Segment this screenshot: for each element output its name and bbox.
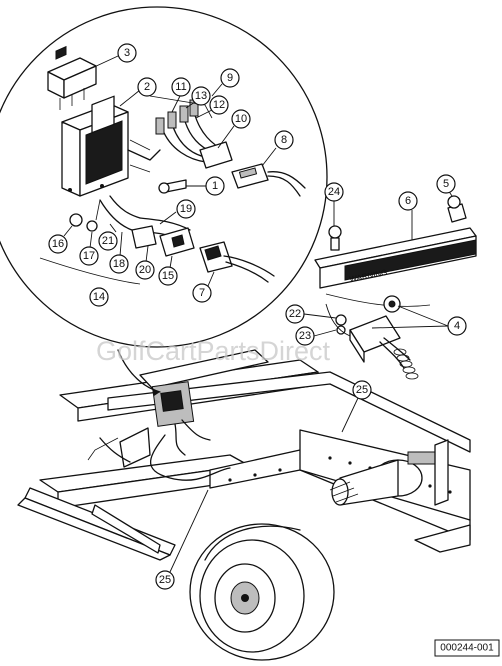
callout-18-label: 18 xyxy=(113,258,125,270)
callout-11-label: 11 xyxy=(175,81,186,93)
callout-5-label: 5 xyxy=(443,178,449,190)
callout-25-lower-label: 25 xyxy=(159,574,171,586)
callouts: 1 2 3 4 5 6 7 8 9 10 xyxy=(48,43,467,590)
callout-7-label: 7 xyxy=(199,287,205,299)
callout-1-label: 1 xyxy=(212,180,218,192)
callout-9 xyxy=(220,68,240,88)
callout-18 xyxy=(109,254,129,274)
callout-15-label: 15 xyxy=(162,270,174,282)
callout-16 xyxy=(48,234,68,254)
callout-17-label: 17 xyxy=(83,250,95,262)
callout-23-label: 23 xyxy=(299,330,311,342)
connector-socket xyxy=(231,163,306,197)
callout-9-label: 9 xyxy=(227,72,233,84)
callout-14 xyxy=(89,287,109,307)
wire-set xyxy=(127,99,233,173)
figure-id-box xyxy=(434,639,500,657)
figure-id: 000244-001 xyxy=(440,643,494,654)
callout-22-label: 22 xyxy=(289,308,301,320)
watermark-text: GolfCartPartsDirect xyxy=(96,336,331,366)
wire-harness-group xyxy=(69,195,275,283)
callout-24-label: 24 xyxy=(328,186,340,198)
callout-6 xyxy=(398,191,418,211)
callout-7 xyxy=(192,283,212,303)
callout-3-label: 3 xyxy=(124,47,130,59)
callout-13 xyxy=(191,86,211,106)
callout-16-label: 16 xyxy=(52,238,64,250)
switch-housing xyxy=(61,95,129,197)
callout-11 xyxy=(171,77,191,97)
callout-2 xyxy=(137,77,157,97)
callout-6-label: 6 xyxy=(405,195,411,207)
callout-21-label: 21 xyxy=(102,235,114,247)
screw xyxy=(158,179,187,194)
callout-25-upper-label: 25 xyxy=(356,384,368,396)
decal-and-buzzer-detail: WARNING xyxy=(314,195,477,380)
callout-4-label: 4 xyxy=(454,320,460,332)
callout-22 xyxy=(285,304,305,324)
callout-17 xyxy=(79,246,99,266)
callout-24 xyxy=(324,182,344,202)
callout-1 xyxy=(205,176,225,196)
callout-12 xyxy=(209,95,229,115)
callout-3 xyxy=(117,43,137,63)
callout-12-label: 12 xyxy=(213,99,225,111)
callout-15 xyxy=(158,266,178,286)
callout-19-label: 19 xyxy=(180,203,192,215)
callout-20-label: 20 xyxy=(139,264,151,276)
callout-10 xyxy=(231,109,251,129)
callout-4 xyxy=(447,316,467,336)
reverse-buzzer-switch xyxy=(47,45,97,110)
callout-19 xyxy=(176,199,196,219)
callout-14-label: 14 xyxy=(93,291,105,303)
cart-frame-drawing xyxy=(17,359,471,661)
callout-21 xyxy=(98,231,118,251)
callout-8-label: 8 xyxy=(281,134,287,146)
switch-mounted-on-cart xyxy=(117,349,269,456)
callout-10-label: 10 xyxy=(235,113,247,125)
callout-25-lower xyxy=(155,570,175,590)
callout-20 xyxy=(135,260,155,280)
callout-23 xyxy=(295,326,315,346)
callout-2-label: 2 xyxy=(144,81,150,93)
callout-13-label: 13 xyxy=(195,90,207,102)
callout-25-upper xyxy=(352,380,372,400)
callout-8 xyxy=(274,130,294,150)
detail-view-circle xyxy=(0,6,328,348)
callout-5 xyxy=(436,174,456,194)
